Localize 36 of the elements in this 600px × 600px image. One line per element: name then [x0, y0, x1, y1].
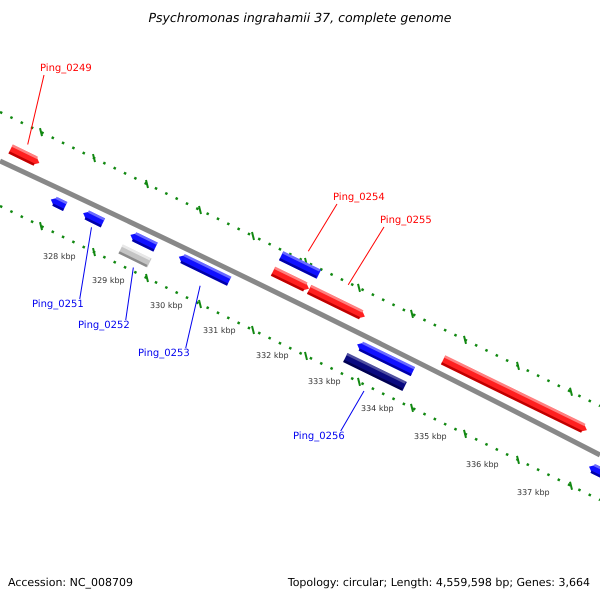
- scale-label: 333 kbp: [308, 377, 341, 387]
- gene-block: [306, 284, 368, 322]
- gene-label: Ping_0249: [40, 63, 92, 75]
- gene-label: Ping_0255: [380, 215, 432, 227]
- gene-block: [128, 230, 158, 252]
- gene-block: [176, 252, 232, 286]
- scale-label: 332 kbp: [256, 351, 289, 361]
- gene-label: Ping_0254: [333, 192, 385, 204]
- gene-block: [80, 208, 106, 228]
- gene-label: Ping_0253: [138, 348, 190, 360]
- leader-line: [125, 267, 134, 320]
- gene-block: [118, 244, 152, 268]
- scale-label: 330 kbp: [150, 301, 183, 311]
- gene-label: Ping_0252: [78, 320, 130, 332]
- gene-block: [48, 195, 68, 211]
- gene-block: [343, 353, 407, 391]
- genome-summary-note: Topology: circular; Length: 4,559,598 bp; Genes: 3,664: [288, 576, 590, 589]
- scale-label: 337 kbp: [517, 488, 550, 498]
- scale-label: 336 kbp: [466, 460, 499, 470]
- leader-line: [27, 74, 44, 145]
- gene-block: [8, 144, 42, 168]
- scale-label: 331 kbp: [203, 326, 236, 336]
- gene-label: Ping_0256: [293, 431, 345, 443]
- leader-line: [308, 204, 338, 252]
- scale-label: 335 kbp: [414, 432, 447, 442]
- scale-label: 334 kbp: [361, 404, 394, 414]
- leader-line: [340, 390, 364, 432]
- gene-label: Ping_0251: [32, 299, 84, 311]
- accession-note: Accession: NC_008709: [8, 576, 134, 589]
- leader-line: [348, 226, 384, 286]
- leader-line: [185, 285, 201, 348]
- gene-block: [270, 266, 312, 294]
- scale-label: 328 kbp: [43, 252, 76, 262]
- diagram-title: Psychromonas ingrahamii 37, complete genome: [147, 10, 452, 25]
- leader-line: [79, 226, 92, 300]
- scale-label: 329 kbp: [92, 276, 125, 286]
